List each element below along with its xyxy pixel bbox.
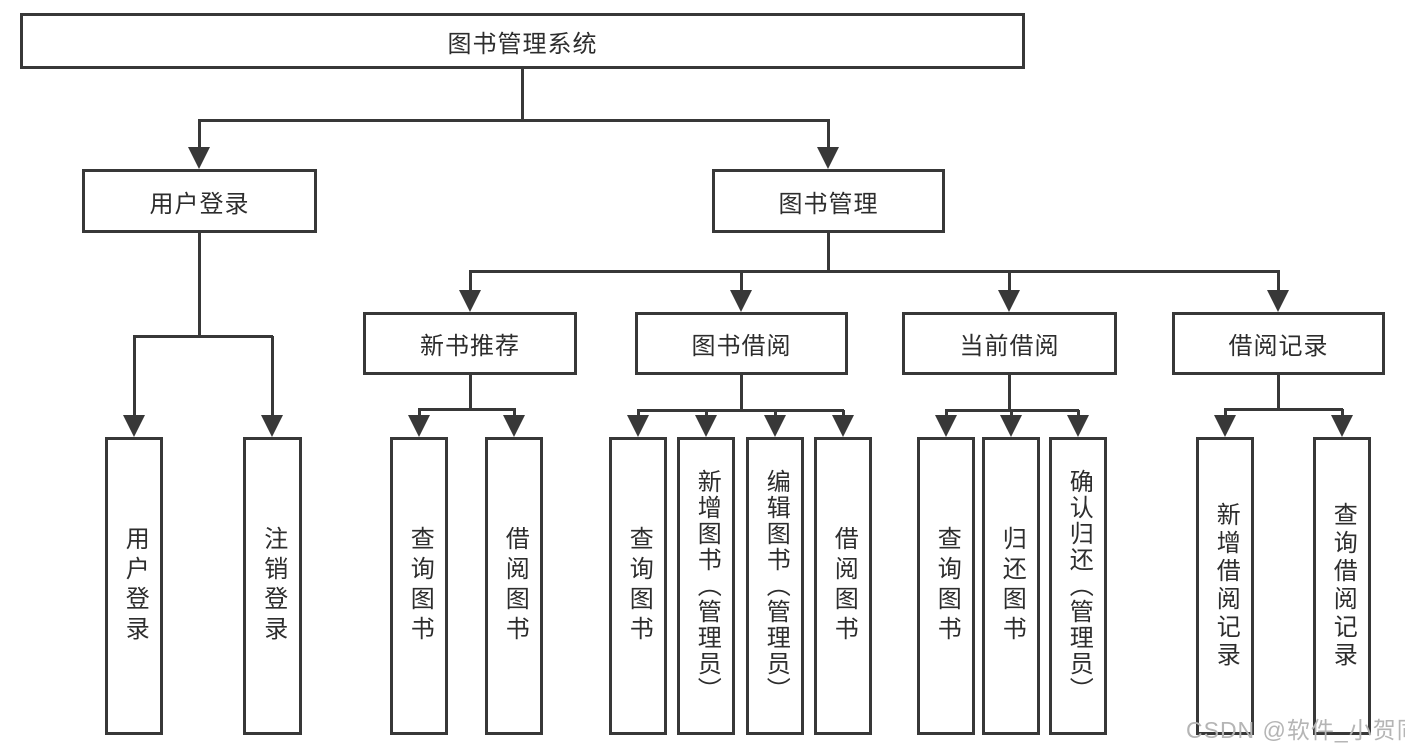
arrow-down-icon (503, 415, 525, 437)
connector-newbook-branch (418, 408, 516, 411)
leaf-records-query-record: 查询借阅记录 (1313, 437, 1371, 735)
node-label: 查询图书 (406, 526, 434, 646)
node-current-borrow: 当前借阅 (902, 312, 1117, 375)
connector-root-stub (521, 69, 524, 120)
node-label: 借阅图书 (830, 526, 858, 646)
connector-shaft (271, 336, 274, 418)
arrow-down-icon (764, 415, 786, 437)
arrow-down-icon (261, 415, 283, 437)
node-label: 用户登录 (121, 526, 149, 646)
arrow-down-icon (123, 415, 145, 437)
arrow-down-icon (408, 415, 430, 437)
node-label: 查询借阅记录 (1329, 502, 1357, 670)
leaf-borrow-query-books: 查询图书 (609, 437, 667, 735)
leaf-borrow-edit-books-admin: 编辑图书（管理员） (746, 437, 804, 735)
connector-shaft (418, 409, 421, 417)
node-label: 图书管理系统 (447, 30, 598, 58)
connector-root-branch (198, 119, 830, 122)
connector-records-branch (1224, 408, 1343, 411)
connector-shaft (513, 409, 516, 417)
arrow-down-icon (188, 147, 210, 169)
node-root-library-system: 图书管理系统 (20, 13, 1025, 69)
arrow-down-icon (730, 290, 752, 312)
connector-shaft (827, 120, 830, 150)
arrow-down-icon (695, 415, 717, 437)
leaf-borrow-add-books-admin: 新增图书（管理员） (677, 437, 735, 735)
connector-records-stub (1277, 374, 1280, 410)
connector-shaft (740, 272, 743, 294)
node-label: 当前借阅 (959, 333, 1060, 360)
leaf-newbook-borrow-books: 借阅图书 (485, 437, 543, 735)
connector-shaft (1008, 272, 1011, 294)
arrow-down-icon (1067, 415, 1089, 437)
connector-mgmt-stub (827, 232, 830, 272)
connector-shaft (945, 410, 948, 417)
node-label: 用户登录 (149, 190, 250, 218)
node-label: 编辑图书（管理员） (762, 469, 790, 703)
leaf-current-query-books: 查询图书 (917, 437, 975, 735)
csdn-watermark: CSDN @软件_小贺同学 (1186, 717, 1405, 743)
connector-shaft (637, 410, 640, 417)
node-label: 查询图书 (625, 526, 653, 646)
node-label: 新增借阅记录 (1212, 502, 1240, 670)
connector-login-stub (198, 233, 201, 336)
node-label: 图书管理 (778, 190, 879, 218)
leaf-newbook-query-books: 查询图书 (390, 437, 448, 735)
arrow-down-icon (1331, 415, 1353, 437)
leaf-records-add-record: 新增借阅记录 (1196, 437, 1254, 735)
node-label: 新增图书（管理员） (693, 469, 721, 703)
node-label: 借阅图书 (501, 526, 529, 646)
connector-shaft (842, 410, 845, 417)
arrow-down-icon (998, 290, 1020, 312)
leaf-user-login: 用户登录 (105, 437, 163, 735)
connector-shaft (1277, 272, 1280, 294)
connector-shaft (469, 272, 472, 294)
node-label: 查询图书 (933, 526, 961, 646)
connector-shaft (705, 410, 708, 417)
node-label: 注销登录 (259, 526, 287, 646)
connector-mgmt-branch (469, 270, 1280, 273)
arrow-down-icon (1000, 415, 1022, 437)
connector-login-branch (133, 335, 273, 338)
arrow-down-icon (459, 290, 481, 312)
node-label: 新书推荐 (420, 333, 520, 360)
leaf-logout: 注销登录 (243, 437, 302, 735)
arrow-down-icon (832, 415, 854, 437)
node-new-book-recommend: 新书推荐 (363, 312, 577, 375)
arrow-down-icon (1267, 290, 1289, 312)
node-label: 图书借阅 (691, 333, 792, 360)
connector-shaft (133, 336, 136, 418)
connector-shaft (1077, 410, 1080, 417)
node-book-management: 图书管理 (712, 169, 945, 233)
leaf-current-confirm-return-admin: 确认归还（管理员） (1049, 437, 1107, 735)
leaf-current-return-books: 归还图书 (982, 437, 1040, 735)
connector-shaft (1224, 409, 1227, 417)
arrow-down-icon (817, 147, 839, 169)
arrow-down-icon (935, 415, 957, 437)
connector-shaft (1010, 410, 1013, 417)
node-book-borrow: 图书借阅 (635, 312, 848, 375)
arrow-down-icon (1214, 415, 1236, 437)
node-label: 借阅记录 (1228, 333, 1329, 360)
connector-borrow-stub (740, 375, 743, 411)
node-user-login: 用户登录 (82, 169, 317, 233)
connector-newbook-stub (469, 375, 472, 410)
node-label: 归还图书 (998, 526, 1026, 646)
connector-shaft (774, 410, 777, 417)
connector-borrow-branch (637, 409, 844, 412)
node-label: 确认归还（管理员） (1065, 469, 1093, 703)
connector-current-stub (1008, 374, 1011, 411)
connector-shaft (1341, 409, 1344, 417)
connector-shaft (198, 120, 201, 150)
leaf-borrow-borrow-books: 借阅图书 (814, 437, 872, 735)
arrow-down-icon (627, 415, 649, 437)
node-borrow-records: 借阅记录 (1172, 312, 1385, 375)
